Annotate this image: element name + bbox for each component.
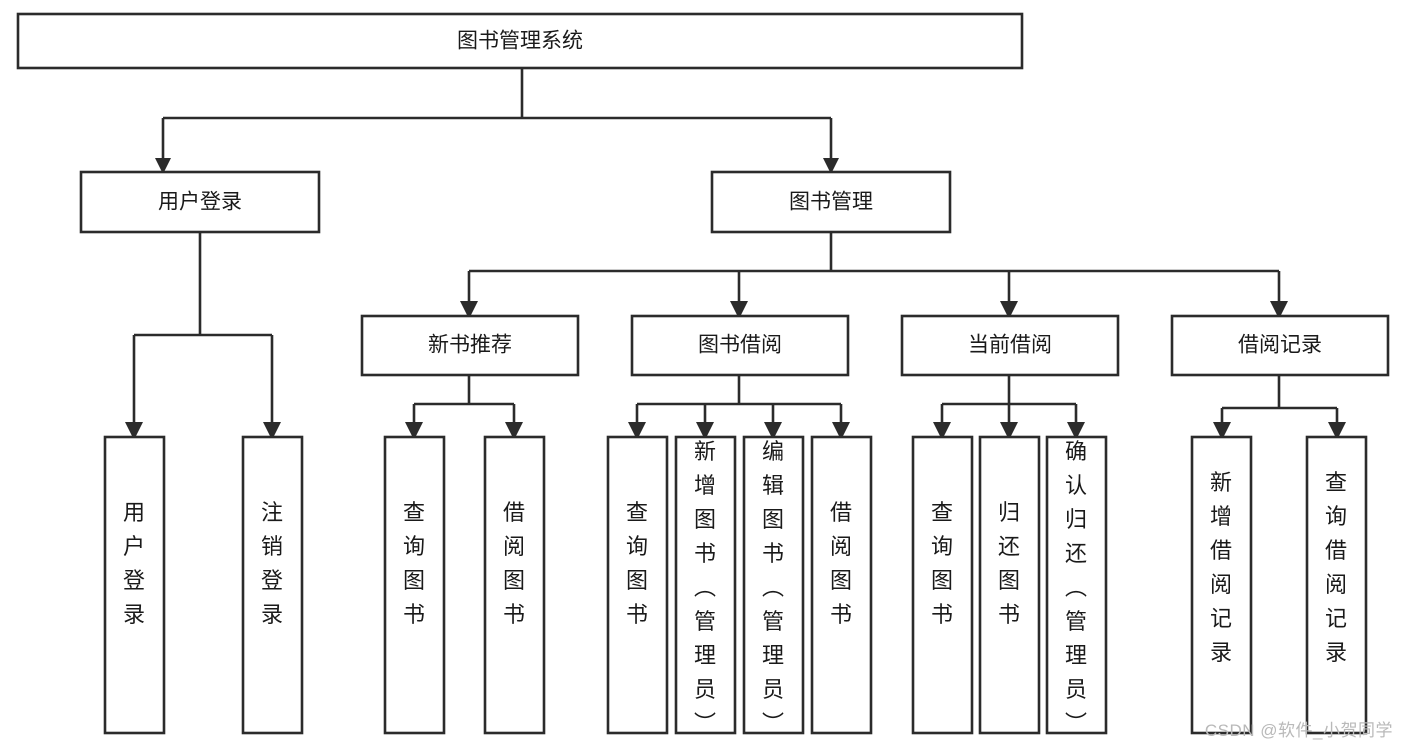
node-leaf-query-record-label: 查询借阅记录 — [1325, 470, 1347, 665]
node-leaf-edit-book-label: 编辑图书︵管理员︶ — [762, 439, 784, 736]
node-leaf-query-book-2-label: 查询图书 — [626, 500, 648, 627]
node-borrow-record-box[interactable] — [1170, 314, 1390, 377]
arrow-head-user-login — [155, 158, 171, 174]
node-leaf-user-login[interactable]: 用户登录 — [103, 435, 166, 735]
arrow-head-book-manage — [823, 158, 839, 174]
node-leaf-confirm-return-box[interactable] — [1045, 435, 1108, 735]
node-leaf-query-record-box[interactable] — [1305, 435, 1368, 735]
arrow-head-leaf-query-book-3 — [933, 422, 951, 440]
node-new-book-recommend-box[interactable] — [360, 314, 580, 377]
node-leaf-return-book-label: 归还图书 — [998, 500, 1020, 627]
node-leaf-confirm-return[interactable]: 确认归还︵管理员︶ — [1045, 435, 1108, 736]
node-root[interactable]: 图书管理系统 — [16, 12, 1024, 70]
node-book-borrow[interactable]: 图书借阅 — [630, 314, 850, 377]
node-new-book-recommend[interactable]: 新书推荐 — [360, 314, 580, 377]
csdn-watermark: CSDN @软件_小贺同学 — [1204, 721, 1393, 740]
node-user-login-label: 用户登录 — [158, 191, 242, 214]
node-user-login-box[interactable] — [79, 170, 321, 234]
arrow-head-new-book-recommend — [460, 301, 478, 319]
node-leaf-user-logout[interactable]: 注销登录 — [241, 435, 304, 735]
node-leaf-query-record[interactable]: 查询借阅记录 — [1305, 435, 1368, 735]
node-leaf-query-book-1-label: 查询图书 — [403, 500, 425, 627]
node-leaf-borrow-book-1-label: 借阅图书 — [503, 500, 525, 627]
node-leaf-query-book-2-box[interactable] — [606, 435, 669, 735]
arrow-head-leaf-query-record — [1328, 422, 1346, 440]
arrow-head-current-borrow — [1000, 301, 1018, 319]
connector-layer — [125, 68, 1346, 440]
node-book-borrow-box[interactable] — [630, 314, 850, 377]
node-leaf-user-logout-box[interactable] — [241, 435, 304, 735]
node-current-borrow-label: 当前借阅 — [968, 334, 1052, 357]
node-leaf-edit-book-box[interactable] — [742, 435, 805, 735]
arrow-head-borrow-record — [1270, 301, 1288, 319]
arrow-head-leaf-return-book — [1000, 422, 1018, 440]
node-leaf-add-record-box[interactable] — [1190, 435, 1253, 735]
node-borrow-record-label: 借阅记录 — [1238, 334, 1322, 357]
node-leaf-query-book-1[interactable]: 查询图书 — [383, 435, 446, 735]
node-leaf-borrow-book-2-label: 借阅图书 — [830, 500, 852, 627]
arrow-head-book-borrow — [730, 301, 748, 319]
node-leaf-add-book-label: 新增图书︵管理员︶ — [694, 439, 716, 736]
node-leaf-borrow-book-2[interactable]: 借阅图书 — [810, 435, 873, 735]
node-book-borrow-label: 图书借阅 — [698, 334, 782, 357]
node-leaf-user-login-label: 用户登录 — [123, 500, 145, 627]
node-leaf-borrow-book-1[interactable]: 借阅图书 — [483, 435, 546, 735]
node-leaf-query-book-3[interactable]: 查询图书 — [911, 435, 974, 735]
arrow-head-leaf-query-book-2 — [628, 422, 646, 440]
node-leaf-confirm-return-label: 确认归还︵管理员︶ — [1065, 439, 1087, 736]
arrow-head-leaf-add-book — [696, 422, 714, 440]
node-leaf-add-record-label: 新增借阅记录 — [1210, 470, 1232, 665]
node-leaf-add-book-box[interactable] — [674, 435, 737, 735]
node-leaf-query-book-2[interactable]: 查询图书 — [606, 435, 669, 735]
node-book-manage[interactable]: 图书管理 — [710, 170, 952, 234]
node-leaf-user-login-box[interactable] — [103, 435, 166, 735]
node-borrow-record[interactable]: 借阅记录 — [1170, 314, 1390, 377]
arrow-head-leaf-query-book-1 — [405, 422, 423, 440]
arrow-head-leaf-user-login — [125, 422, 143, 440]
node-root-label: 图书管理系统 — [457, 30, 583, 53]
node-leaf-query-book-3-box[interactable] — [911, 435, 974, 735]
node-leaf-return-book[interactable]: 归还图书 — [978, 435, 1041, 735]
node-current-borrow-box[interactable] — [900, 314, 1120, 377]
node-leaf-borrow-book-1-box[interactable] — [483, 435, 546, 735]
node-book-manage-box[interactable] — [710, 170, 952, 234]
node-leaf-return-book-box[interactable] — [978, 435, 1041, 735]
arrow-head-leaf-add-record — [1213, 422, 1231, 440]
node-new-book-recommend-label: 新书推荐 — [428, 334, 512, 357]
node-user-login[interactable]: 用户登录 — [79, 170, 321, 234]
node-leaf-query-book-3-label: 查询图书 — [931, 500, 953, 627]
node-leaf-add-record[interactable]: 新增借阅记录 — [1190, 435, 1253, 735]
arrow-head-leaf-edit-book — [764, 422, 782, 440]
arrow-head-leaf-confirm-return — [1067, 422, 1085, 440]
node-leaf-user-logout-label: 注销登录 — [261, 500, 283, 627]
arrow-head-leaf-borrow-book-2 — [832, 422, 850, 440]
node-leaf-edit-book[interactable]: 编辑图书︵管理员︶ — [742, 435, 805, 736]
node-current-borrow[interactable]: 当前借阅 — [900, 314, 1120, 377]
node-book-manage-label: 图书管理 — [789, 191, 873, 214]
node-leaf-borrow-book-2-box[interactable] — [810, 435, 873, 735]
arrow-head-leaf-user-logout — [263, 422, 281, 440]
arrow-head-leaf-borrow-book-1 — [505, 422, 523, 440]
node-root-box[interactable] — [16, 12, 1024, 70]
node-leaf-add-book[interactable]: 新增图书︵管理员︶ — [674, 435, 737, 736]
node-leaf-query-book-1-box[interactable] — [383, 435, 446, 735]
